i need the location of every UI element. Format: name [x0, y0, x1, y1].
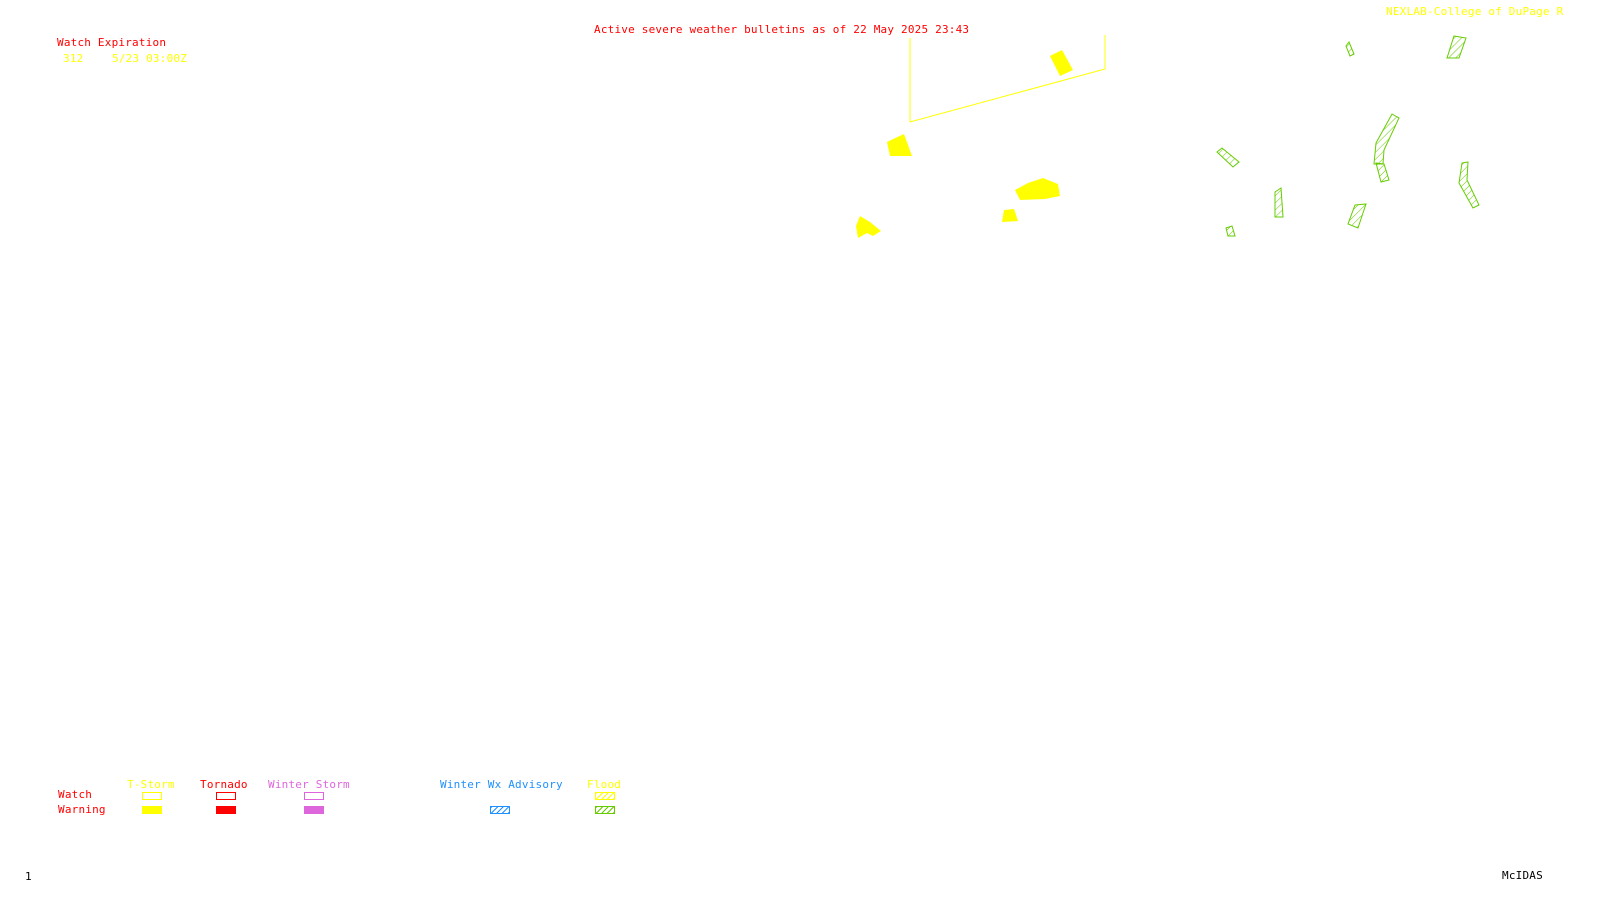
legend-winter-storm-label: Winter Storm [268, 778, 350, 791]
legend-winter-storm-warning-swatch [304, 806, 324, 814]
tstorm-watch-outline [909, 35, 1106, 123]
flood-warning-polygon [1345, 41, 1355, 57]
legend-tstorm-warning-swatch [142, 806, 162, 814]
legend-flood-label: Flood [587, 778, 622, 791]
flood-warning-polygon [1225, 225, 1236, 237]
legend-watch-label: Watch [58, 788, 93, 801]
legend-winter-wx-advisory-label: Winter Wx Advisory [440, 778, 563, 791]
flood-warning-polygon [1347, 203, 1367, 229]
software-label: McIDAS [1502, 869, 1543, 882]
watch-number: 312 [63, 52, 84, 65]
legend-tornado-warning-swatch [216, 806, 236, 814]
frame-number: 1 [25, 870, 32, 883]
legend-tstorm-label: T-Storm [127, 778, 175, 791]
flood-warning-polygon [1373, 113, 1400, 165]
legend-tornado-watch-swatch [216, 792, 236, 800]
flood-warning-polygon [1274, 187, 1284, 218]
flood-warning-polygon [1216, 147, 1240, 168]
flood-warning-polygon [1446, 35, 1467, 59]
watch-expiration-label: Watch Expiration [57, 36, 167, 49]
flood-warning-polygon [1458, 161, 1480, 209]
tstorm-warning-polygon [887, 134, 912, 156]
legend-flood-warning-swatch [595, 806, 615, 814]
watch-expires: 5/23 03:00Z [112, 52, 188, 65]
tstorm-warning-polygon [1002, 209, 1018, 222]
flood-warning-polygon [1375, 162, 1390, 183]
tstorm-warning-polygon [856, 216, 881, 238]
legend-winter-wx-advisory-swatch [490, 806, 510, 814]
legend-tstorm-watch-swatch [142, 792, 162, 800]
tstorm-warning-polygon [1015, 178, 1060, 200]
legend-tornado-label: Tornado [200, 778, 248, 791]
bulletin-title: Active severe weather bulletins as of 22… [594, 23, 970, 36]
legend-flood-watch-swatch [595, 792, 615, 800]
credit-label: NEXLAB-College of DuPage R [1386, 5, 1564, 18]
tstorm-warning-polygon [1050, 50, 1073, 76]
legend-warning-label: Warning [58, 803, 106, 816]
legend-winter-storm-watch-swatch [304, 792, 324, 800]
